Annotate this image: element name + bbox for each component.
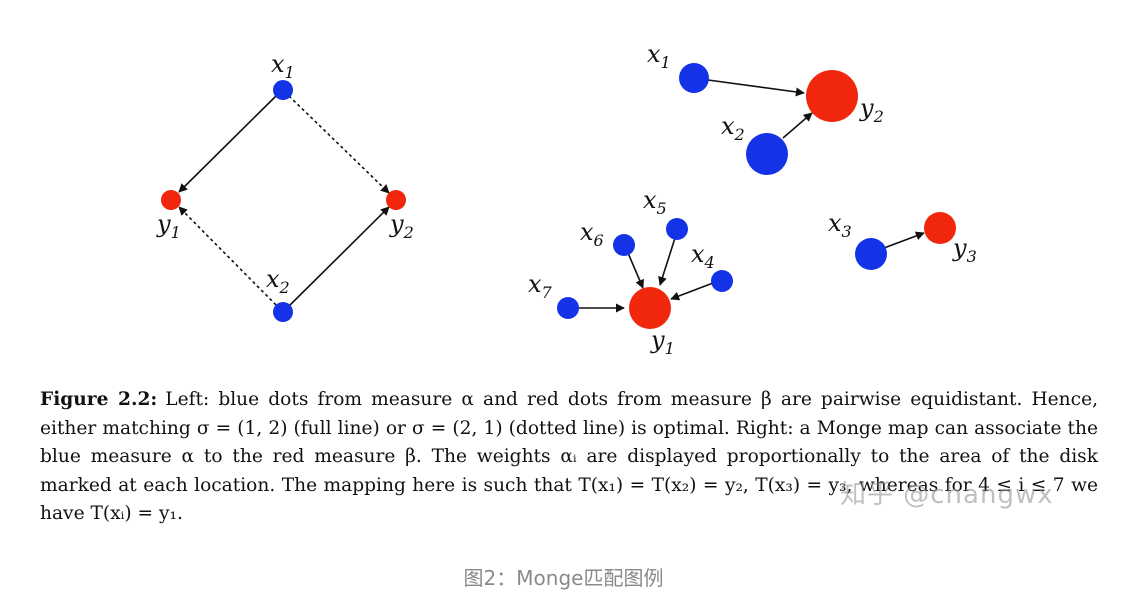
node-x2 bbox=[746, 133, 788, 175]
node-x1 bbox=[679, 63, 709, 93]
label-x1: x1 bbox=[647, 40, 671, 72]
edge-x4-y1 bbox=[670, 282, 714, 301]
image-caption: 图2：Monge匹配图例 bbox=[463, 566, 664, 590]
caption-body: Left: blue dots from measure α and red d… bbox=[40, 389, 1098, 524]
edge-x2-y1-dotted bbox=[178, 206, 277, 306]
edge-x3-y3 bbox=[883, 231, 925, 249]
figure-caption-text: Figure 2.2:Left: blue dots from measure … bbox=[40, 386, 1098, 529]
right-panel: x1 x2 y2 x3 y3 x4 x5 x6 x7 y1 bbox=[528, 40, 977, 358]
figure-label: Figure 2.2: bbox=[40, 389, 158, 410]
edge-x1-y2 bbox=[707, 79, 805, 97]
node-x1 bbox=[273, 80, 293, 100]
label-x1: x1 bbox=[271, 50, 295, 82]
label-y2: y2 bbox=[859, 94, 884, 126]
node-x6 bbox=[613, 234, 635, 256]
node-y2 bbox=[386, 190, 406, 210]
label-x5: x5 bbox=[643, 186, 667, 218]
label-x3: x3 bbox=[828, 209, 852, 241]
node-x2 bbox=[273, 302, 293, 322]
edge-x5-y1 bbox=[658, 237, 676, 286]
node-y2 bbox=[806, 70, 858, 122]
label-x4: x4 bbox=[691, 240, 715, 272]
node-x3 bbox=[855, 238, 887, 270]
edge-x1-y2-dotted bbox=[288, 95, 390, 194]
edge-x2-y2 bbox=[288, 206, 390, 307]
label-x7: x7 bbox=[528, 270, 553, 302]
left-panel: x1 x2 y1 y2 bbox=[156, 50, 414, 322]
node-x7 bbox=[557, 297, 579, 319]
label-x6: x6 bbox=[580, 218, 604, 250]
label-x2: x2 bbox=[266, 265, 290, 297]
label-y2: y2 bbox=[389, 210, 414, 242]
edge-x1-y1 bbox=[178, 95, 277, 193]
watermark: 知乎 @changwx bbox=[840, 480, 1054, 510]
node-y3 bbox=[924, 212, 956, 244]
label-y1: y1 bbox=[650, 326, 675, 358]
node-x5 bbox=[666, 218, 688, 240]
edge-x6-y1 bbox=[627, 252, 644, 289]
monge-diagram: x1 x2 y1 y2 x1 x2 y2 x3 y3 x4 x5 x6 x7 y… bbox=[156, 40, 977, 358]
label-y3: y3 bbox=[952, 234, 977, 266]
node-x4 bbox=[711, 270, 733, 292]
node-y1 bbox=[629, 287, 671, 329]
node-y1 bbox=[161, 190, 181, 210]
label-x2: x2 bbox=[721, 112, 745, 144]
edge-x2-y2 bbox=[782, 112, 813, 139]
label-y1: y1 bbox=[156, 210, 181, 242]
